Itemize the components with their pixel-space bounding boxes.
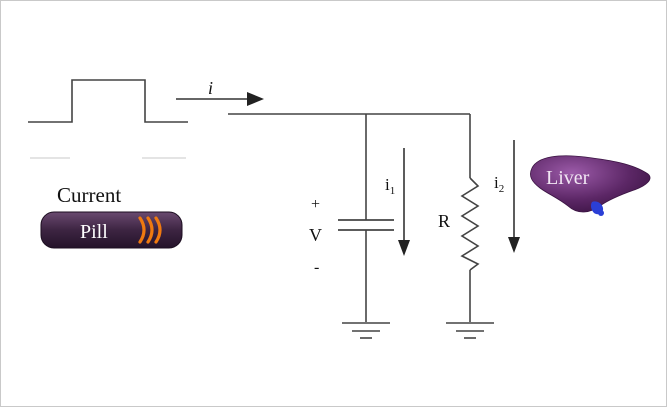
pulse-waveform	[28, 79, 188, 123]
capacitor-minus-sign: -	[314, 259, 319, 276]
i2-base: i	[494, 173, 499, 192]
ground-symbol-capacitor	[342, 322, 390, 339]
capacitor-voltage-label: V	[309, 225, 322, 245]
branch-current-i1-label: i1	[385, 175, 395, 197]
resistor-label: R	[438, 211, 450, 231]
branch-current-i2-arrowhead	[508, 237, 520, 253]
input-current-arrowhead	[247, 92, 264, 106]
pill-body	[40, 211, 183, 249]
i1-subscript: 1	[390, 185, 396, 197]
pill-label: Pill	[80, 221, 108, 243]
liver-label: Liver	[546, 167, 590, 189]
i1-base: i	[385, 175, 390, 194]
branch-current-i1-arrowhead	[398, 240, 410, 256]
resistor-zigzag	[460, 177, 480, 271]
liver-icon: Liver	[530, 155, 651, 216]
ground-symbol-resistor	[446, 322, 494, 339]
pill-stripes-icon	[138, 216, 162, 244]
pill-caption: Current	[57, 183, 121, 207]
branch-current-i2-label: i2	[494, 173, 504, 195]
current-pill: Pill	[40, 211, 183, 249]
capacitor-plus-sign: +	[311, 196, 320, 213]
input-current-label: i	[208, 78, 213, 98]
i2-subscript: 2	[499, 183, 505, 195]
